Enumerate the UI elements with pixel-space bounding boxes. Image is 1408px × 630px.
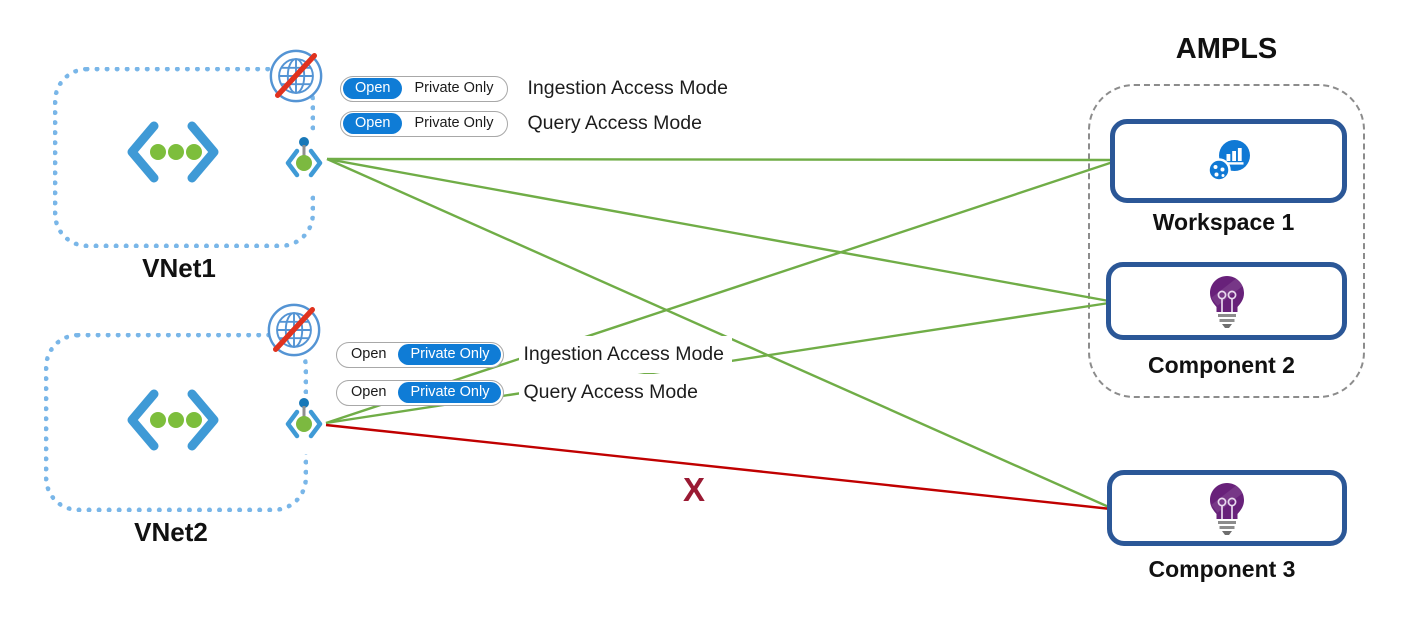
application-insights-icon [1209,274,1247,328]
vnet1-ingestion-access-toggle[interactable]: Open Private Only [340,75,509,102]
virtual-network-icon [127,121,219,183]
connection-line-vnet1-component2 [326,157,1110,303]
workspace1-box [1110,119,1347,203]
component3-box [1107,470,1347,546]
vnet1-query-access-toggle[interactable]: Open Private Only [340,110,509,137]
toggle-option-open[interactable]: Open [351,384,387,400]
vnet1-label: VNet1 [142,253,216,283]
no-internet-icon [267,303,321,357]
component2-box [1106,262,1347,340]
toggle-option-open[interactable]: Open [343,113,403,134]
toggle-option-open[interactable]: Open [343,78,403,99]
vnet1-query-access-row: Open Private Only Query Access Mode [340,105,710,142]
log-analytics-workspace-icon [1206,140,1250,182]
virtual-network-icon [127,389,219,451]
vnet2-ingestion-access-row: Open Private Only Ingestion Access Mode [336,336,733,373]
blocked-connection-marker: X [683,471,706,508]
component3-label: Component 3 [1148,556,1296,582]
connection-line-vnet2-component3-blocked [325,423,1112,511]
private-endpoint-icon [285,133,323,193]
query-access-mode-label: Query Access Mode [519,374,706,411]
workspace1-label: Workspace 1 [1152,209,1295,235]
application-insights-icon [1210,481,1247,535]
private-endpoint-icon [285,394,323,454]
toggle-option-private-only[interactable]: Private Only [398,344,502,365]
toggle-option-private-only[interactable]: Private Only [398,382,502,403]
query-access-mode-label: Query Access Mode [523,105,710,142]
toggle-option-open[interactable]: Open [351,346,387,362]
toggle-option-private-only[interactable]: Private Only [414,115,494,131]
connection-line-vnet1-workspace1 [326,157,1114,162]
vnet2-label: VNet2 [134,517,208,547]
vnet2-ingestion-access-toggle[interactable]: Open Private Only [336,341,505,368]
ingestion-access-mode-label: Ingestion Access Mode [519,336,733,373]
vnet2-query-access-toggle[interactable]: Open Private Only [336,379,505,406]
connection-line-vnet1-component3 [326,157,1112,510]
toggle-option-private-only[interactable]: Private Only [414,80,494,96]
component2-label: Component 2 [1148,352,1295,378]
no-internet-icon [269,49,323,103]
ampls-title: AMPLS [1175,33,1278,65]
vnet2-query-access-row: Open Private Only Query Access Mode [336,374,706,411]
vnet1-ingestion-access-row: Open Private Only Ingestion Access Mode [340,70,737,107]
ingestion-access-mode-label: Ingestion Access Mode [523,70,737,107]
